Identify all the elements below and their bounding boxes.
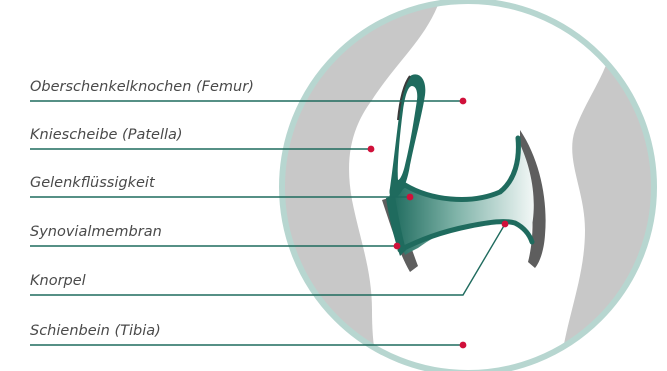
label-synovial-fluid: Gelenkflüssigkeit bbox=[30, 176, 155, 191]
dot-synovial-membrane bbox=[394, 243, 401, 250]
label-patella: Kniescheibe (Patella) bbox=[30, 128, 183, 143]
label-cartilage: Knorpel bbox=[30, 274, 86, 289]
label-synovial-membrane: Synovialmembran bbox=[30, 225, 162, 240]
dot-tibia bbox=[460, 342, 467, 349]
tibia-bone bbox=[404, 222, 545, 371]
dot-patella bbox=[368, 146, 375, 153]
label-femur: Oberschenkelknochen (Femur) bbox=[30, 80, 254, 95]
dot-synovial-fluid bbox=[407, 194, 414, 201]
dot-femur bbox=[460, 98, 467, 105]
dot-cartilage bbox=[502, 221, 509, 228]
label-tibia: Schienbein (Tibia) bbox=[30, 324, 161, 339]
